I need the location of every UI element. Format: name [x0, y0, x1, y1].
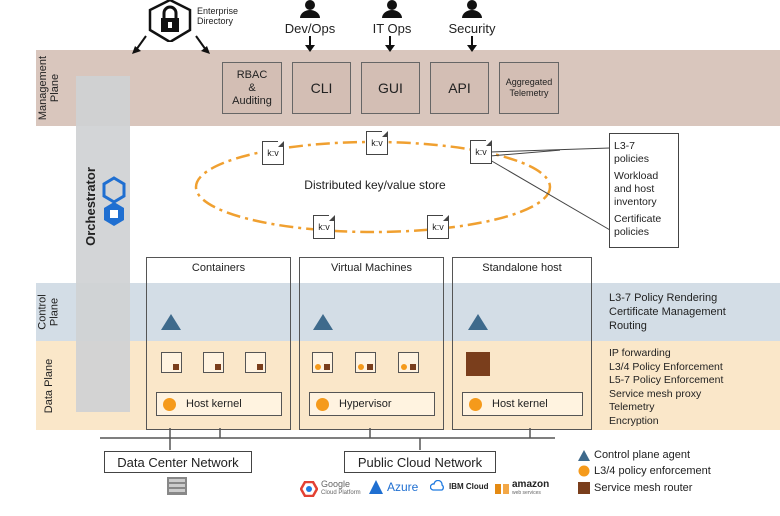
vm-host-box: [299, 257, 444, 430]
triangle-icon: [578, 449, 590, 461]
azure-icon: [369, 480, 383, 494]
data-center-network-box: Data Center Network: [104, 451, 252, 473]
persona-devops: Dev/Ops: [280, 0, 340, 36]
callout-item: Certificate policies: [614, 213, 662, 238]
orchestrator-column: [76, 76, 130, 412]
network-connectors: [100, 428, 555, 450]
kv-store-label: Distributed key/value store: [304, 178, 446, 192]
persona-itops: IT Ops: [362, 0, 422, 36]
google-cloud-logo: Google Cloud Platform: [300, 480, 361, 498]
aws-icon: [495, 484, 509, 494]
kv-node: k:v: [313, 215, 335, 239]
data-plane-label: Data Plane: [43, 358, 55, 413]
google-cloud-icon: [300, 481, 318, 497]
directory-arrows: [132, 35, 210, 54]
container-workload: [245, 352, 266, 373]
kv-node: k:v: [366, 131, 388, 155]
aws-logo: amazon web services: [494, 480, 549, 498]
vm-workload: [355, 352, 376, 373]
control-agent-icon: [468, 314, 488, 330]
legend-service-mesh-router: Service mesh router: [578, 482, 692, 494]
cli-box: CLI: [292, 62, 351, 114]
host-kernel-box: Host kernel: [156, 392, 282, 416]
standalone-host-box: [452, 257, 592, 430]
control-agent-icon: [161, 314, 181, 330]
legend-l34-enforcement: L3/4 policy enforcement: [578, 465, 711, 477]
host-kernel-box: Host kernel: [462, 392, 583, 416]
callout-item: L3-7 policies: [614, 140, 650, 165]
host-title: Containers: [191, 262, 246, 274]
vm-workload: [398, 352, 419, 373]
rbac-auditing-box: RBAC & Auditing: [222, 62, 282, 114]
container-workload: [161, 352, 182, 373]
azure-logo: Azure: [368, 480, 418, 494]
kv-node: k:v: [262, 141, 284, 165]
persona-security: Security: [440, 0, 504, 36]
person-icon: [300, 0, 320, 18]
api-box: API: [430, 62, 489, 114]
ibm-cloud-icon: [430, 480, 444, 491]
persona-label: Dev/Ops: [284, 21, 336, 36]
legend-control-agent: Control plane agent: [578, 449, 690, 461]
control-plane-band: [36, 283, 780, 341]
callout-item: Workload and host inventory: [614, 170, 659, 208]
kv-callout: L3-7 policies Workload and host inventor…: [609, 133, 679, 248]
directory-lock-icon: [148, 0, 192, 42]
control-features-list: L3-7 Policy Rendering Certificate Manage…: [609, 292, 726, 332]
control-agent-icon: [313, 314, 333, 330]
container-workload: [203, 352, 224, 373]
kv-node: k:v: [470, 140, 492, 164]
server-rack-icon: [167, 477, 187, 495]
control-plane-label: Control Plane: [37, 294, 61, 330]
orchestrator-logo-icon: [102, 176, 126, 226]
callout-connector: [489, 147, 611, 231]
vm-workload: [312, 352, 333, 373]
persona-label: Security: [448, 21, 496, 36]
hypervisor-box: Hypervisor: [309, 392, 435, 416]
person-icon: [382, 0, 402, 18]
circle-icon: [578, 465, 590, 477]
ibm-cloud-logo: IBM Cloud: [430, 480, 489, 492]
aggregated-telemetry-box: Aggregated Telemetry: [499, 62, 559, 114]
person-icon: [462, 0, 482, 18]
persona-label: IT Ops: [372, 21, 412, 36]
directory-label: Enterprise Directory: [197, 6, 239, 26]
kv-node: k:v: [427, 215, 449, 239]
service-mesh-router-icon: [466, 352, 490, 376]
persona-arrows: [305, 36, 477, 52]
host-title: Standalone host: [482, 262, 562, 274]
containers-host-box: [146, 257, 291, 430]
data-features-list: IP forwarding L3/4 Policy Enforcement L5…: [609, 347, 724, 427]
host-title: Virtual Machines: [330, 262, 413, 274]
management-plane-label: Management Plane: [37, 55, 61, 121]
public-cloud-network-box: Public Cloud Network: [344, 451, 496, 473]
gui-box: GUI: [361, 62, 420, 114]
square-icon: [578, 482, 590, 494]
